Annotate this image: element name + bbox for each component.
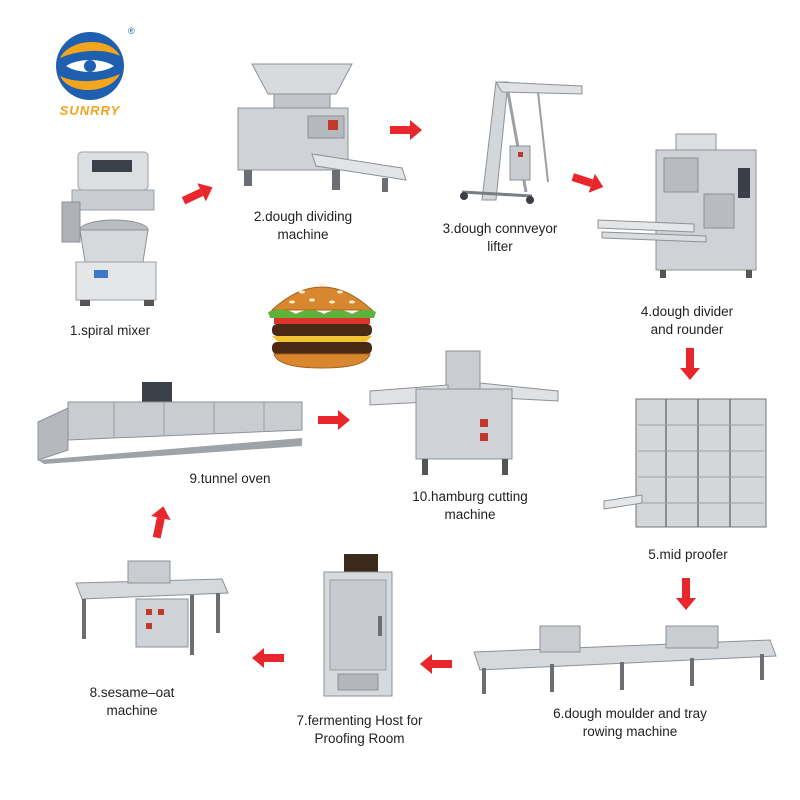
step-8-label-line: 8.sesame–oat bbox=[89, 685, 175, 700]
step-9-label: 9.tunnel oven bbox=[160, 470, 300, 488]
logo-wordmark: SUNRRY bbox=[59, 103, 121, 118]
sesame-oat-machine-image bbox=[75, 560, 229, 655]
arrow-7-to-8 bbox=[252, 648, 284, 668]
step-8-label-line: machine bbox=[106, 703, 158, 718]
dough-conveyor-lifter-image bbox=[460, 81, 583, 204]
step-9-label-line: 9.tunnel oven bbox=[189, 471, 271, 486]
arrow-8-to-9 bbox=[151, 506, 171, 539]
step-6-label-line: 6.dough moulder and tray bbox=[553, 706, 707, 721]
step-3-label: 3.dough connveyor lifter bbox=[420, 220, 580, 256]
arrow-5-to-6 bbox=[676, 578, 696, 610]
step-7-label: 7.fermenting Host for Proofing Room bbox=[272, 712, 447, 748]
fermenting-proofing-room-image bbox=[323, 554, 393, 697]
step-10-label-line: machine bbox=[444, 507, 496, 522]
arrow-4-to-5 bbox=[680, 348, 700, 380]
step-4-label-line: and rounder bbox=[650, 322, 724, 337]
dough-divider-rounder-image bbox=[597, 133, 757, 278]
step-1-label: 1.spiral mixer bbox=[40, 322, 180, 340]
step-8-label: 8.sesame–oat machine bbox=[62, 684, 202, 720]
step-7-label-line: Proofing Room bbox=[314, 731, 405, 746]
step-2-label: 2.dough dividing machine bbox=[228, 208, 378, 244]
arrow-2-to-3 bbox=[390, 120, 422, 140]
tunnel-oven-image bbox=[37, 382, 303, 464]
sunrry-logo-mark bbox=[56, 32, 124, 100]
registered-mark: ® bbox=[128, 26, 135, 36]
step-10-label-line: 10.hamburg cutting bbox=[412, 489, 528, 504]
spiral-mixer-image bbox=[61, 151, 157, 306]
step-2-label-line: machine bbox=[277, 227, 329, 242]
step-7-label-line: 7.fermenting Host for bbox=[296, 713, 423, 728]
step-4-label-line: 4.dough divider bbox=[640, 304, 734, 319]
step-3-label-line: lifter bbox=[487, 239, 513, 254]
mid-proofer-image bbox=[603, 398, 767, 528]
hamburg-cutting-machine-image bbox=[369, 350, 559, 475]
step-2-label-line: 2.dough dividing bbox=[253, 209, 353, 224]
arrow-1-to-2 bbox=[181, 183, 213, 205]
arrow-6-to-7 bbox=[420, 654, 452, 674]
step-4-label: 4.dough divider and rounder bbox=[612, 303, 762, 339]
dough-dividing-machine-image bbox=[237, 63, 407, 192]
sunrry-logo: ® bbox=[44, 26, 136, 124]
arrow-9-to-10 bbox=[318, 410, 350, 430]
step-3-label-line: 3.dough connveyor bbox=[442, 221, 558, 236]
dough-moulder-tray-rowing-machine-image bbox=[473, 625, 777, 694]
step-10-label: 10.hamburg cutting machine bbox=[395, 488, 545, 524]
step-6-label: 6.dough moulder and tray rowing machine bbox=[535, 705, 725, 741]
step-1-label-line: 1.spiral mixer bbox=[69, 323, 151, 338]
hamburger-image bbox=[268, 282, 376, 369]
arrow-3-to-4 bbox=[571, 173, 604, 193]
step-5-label: 5.mid proofer bbox=[628, 546, 748, 564]
step-6-label-line: rowing machine bbox=[582, 724, 678, 739]
step-5-label-line: 5.mid proofer bbox=[648, 547, 728, 562]
